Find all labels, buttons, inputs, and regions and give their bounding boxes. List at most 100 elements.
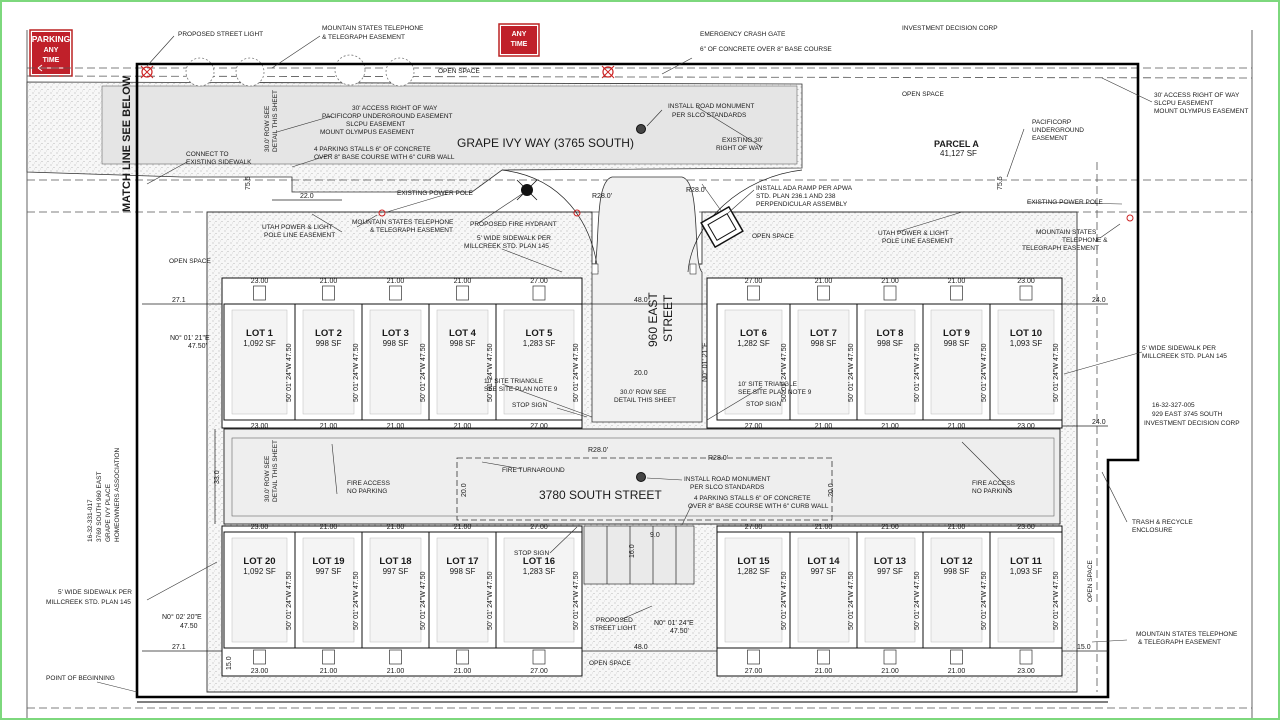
anytime-sign: ANY TIME: [498, 23, 540, 57]
lot-rear-dim: 27.00: [745, 423, 763, 430]
utility-box: [253, 649, 266, 665]
note-site-triangle-r-2: SEE SITE PLAN NOTE 9: [738, 389, 812, 396]
utility-box: [456, 649, 469, 665]
dim-22: 22.0: [300, 193, 314, 200]
note-mst-r-1: MOUNTAIN STATES: [1036, 229, 1097, 236]
existing-road-pavement: [101, 85, 798, 165]
building-footprint: [302, 537, 355, 643]
fire-turnaround-box: [456, 457, 833, 521]
note-utah-power-2: POLE LINE EASEMENT: [264, 232, 335, 239]
note-ada-2: STD. PLAN 236.1 AND 238: [756, 193, 836, 200]
note-mst-top-2: & TELEGRAPH EASEMENT: [322, 34, 405, 41]
note-stop-sign: STOP SIGN: [746, 401, 781, 408]
note-existing-row-2: RIGHT OF WAY: [716, 145, 763, 152]
lot-area: 1,093 SF: [1010, 567, 1043, 576]
open-space-label: OPEN SPACE: [752, 233, 794, 240]
lot-label: LOT 19: [312, 556, 344, 567]
lot-rear-dim: 21.00: [454, 423, 472, 430]
note-parking-stalls-2: OVER 8" BASE COURSE WITH 6" CURB WALL: [314, 154, 455, 161]
lot-front-dim: 27.00: [745, 278, 763, 285]
dim-16: 16.0: [629, 544, 636, 558]
note-crash-gate: EMERGENCY CRASH GATE: [700, 31, 786, 38]
ada-ramp-icon: [700, 205, 744, 249]
lot-rear-dim: 21.00: [815, 524, 833, 531]
note-row-see-4: DETAIL THIS SHEET: [272, 440, 279, 502]
dim-75-5: 75.5: [997, 176, 1004, 190]
lot-area: 998 SF: [383, 339, 409, 348]
note-parcel-left-3: GRAPE IVY PLACE: [105, 483, 112, 542]
lot-front-dim: 23.00: [1017, 278, 1035, 285]
lot-label: LOT 13: [874, 556, 906, 567]
power-pole-icon: [1126, 214, 1134, 222]
lot-side-bearing: 50' 01' 24"W 47.50: [848, 343, 855, 402]
note-row-see-2: DETAIL THIS SHEET: [272, 90, 279, 152]
lot-label: LOT 9: [943, 328, 970, 339]
curb-marker: [591, 263, 599, 275]
lot-area: 998 SF: [450, 339, 476, 348]
building-footprint: [231, 309, 288, 415]
building-footprint: [930, 537, 983, 643]
open-space-label: OPEN SPACE: [1087, 560, 1094, 602]
bearing-center: N0° 01' 24"E: [654, 619, 694, 627]
lot-area: 997 SF: [877, 567, 903, 576]
lot-rear-dim: 21.00: [881, 524, 899, 531]
lot-front-dim: 21.00: [948, 668, 966, 675]
open-space-label: OPEN SPACE: [438, 68, 480, 75]
lot-side-bearing: 50' 01' 24"W 47.50: [1053, 343, 1060, 402]
note-site-triangle-l-1: 10' SITE TRIANGLE: [484, 378, 544, 385]
curb-curve-right: [687, 169, 803, 273]
note-parcel-right-3: INVESTMENT DECISION CORP: [1144, 420, 1240, 427]
lot-side-bearing: 50' 01' 24"W 47.50: [286, 343, 293, 402]
curb-marker: [689, 263, 697, 275]
parking-sign-line1: PARKING: [32, 34, 71, 44]
dim-75-5: 75.5: [245, 176, 252, 190]
lot-area: 1,093 SF: [1010, 339, 1043, 348]
utility-box: [950, 649, 963, 665]
note-parcel-right-2: 929 EAST 3745 SOUTH: [1152, 411, 1223, 418]
lot-side-bearing: 50' 01' 24"W 47.50: [487, 343, 494, 402]
lot-side-bearing: 50' 01' 24"W 47.50: [573, 571, 580, 630]
lot-front-dim: 21.00: [881, 278, 899, 285]
note-monument-3: INSTALL ROAD MONUMENT: [684, 476, 770, 483]
lot-side-bearing: 50' 01' 24"W 47.50: [573, 343, 580, 402]
dim-33: 33.0: [214, 470, 221, 484]
utility-box: [950, 285, 963, 301]
note-mst-l-2: & TELEGRAPH EASEMENT: [370, 227, 453, 234]
lot-label: LOT 11: [1010, 556, 1042, 567]
building-footprint: [797, 309, 850, 415]
match-line-label: MATCH LINE SEE BELOW: [121, 75, 133, 212]
grape-ivy-way-label: GRAPE IVY WAY (3765 SOUTH): [457, 136, 634, 150]
lot-label: LOT 5: [526, 328, 554, 339]
dim-27-1: 27.1: [172, 297, 186, 304]
note-parcel-left-2: 3769 SOUTH 960 EAST: [96, 472, 103, 542]
lot-front-dim: 21.00: [948, 278, 966, 285]
dim-20: 20.0: [828, 483, 835, 497]
fire-hydrant-cross: [516, 179, 538, 201]
lot-area: 997 SF: [811, 567, 837, 576]
lot-front-dim: 23.00: [251, 278, 269, 285]
lot-side-bearing: 50' 01' 24"W 47.50: [286, 571, 293, 630]
dim-r28: R28.0': [708, 455, 728, 462]
lot-front-dim: 23.00: [1017, 668, 1035, 675]
lot-front-dim: 27.00: [530, 668, 548, 675]
